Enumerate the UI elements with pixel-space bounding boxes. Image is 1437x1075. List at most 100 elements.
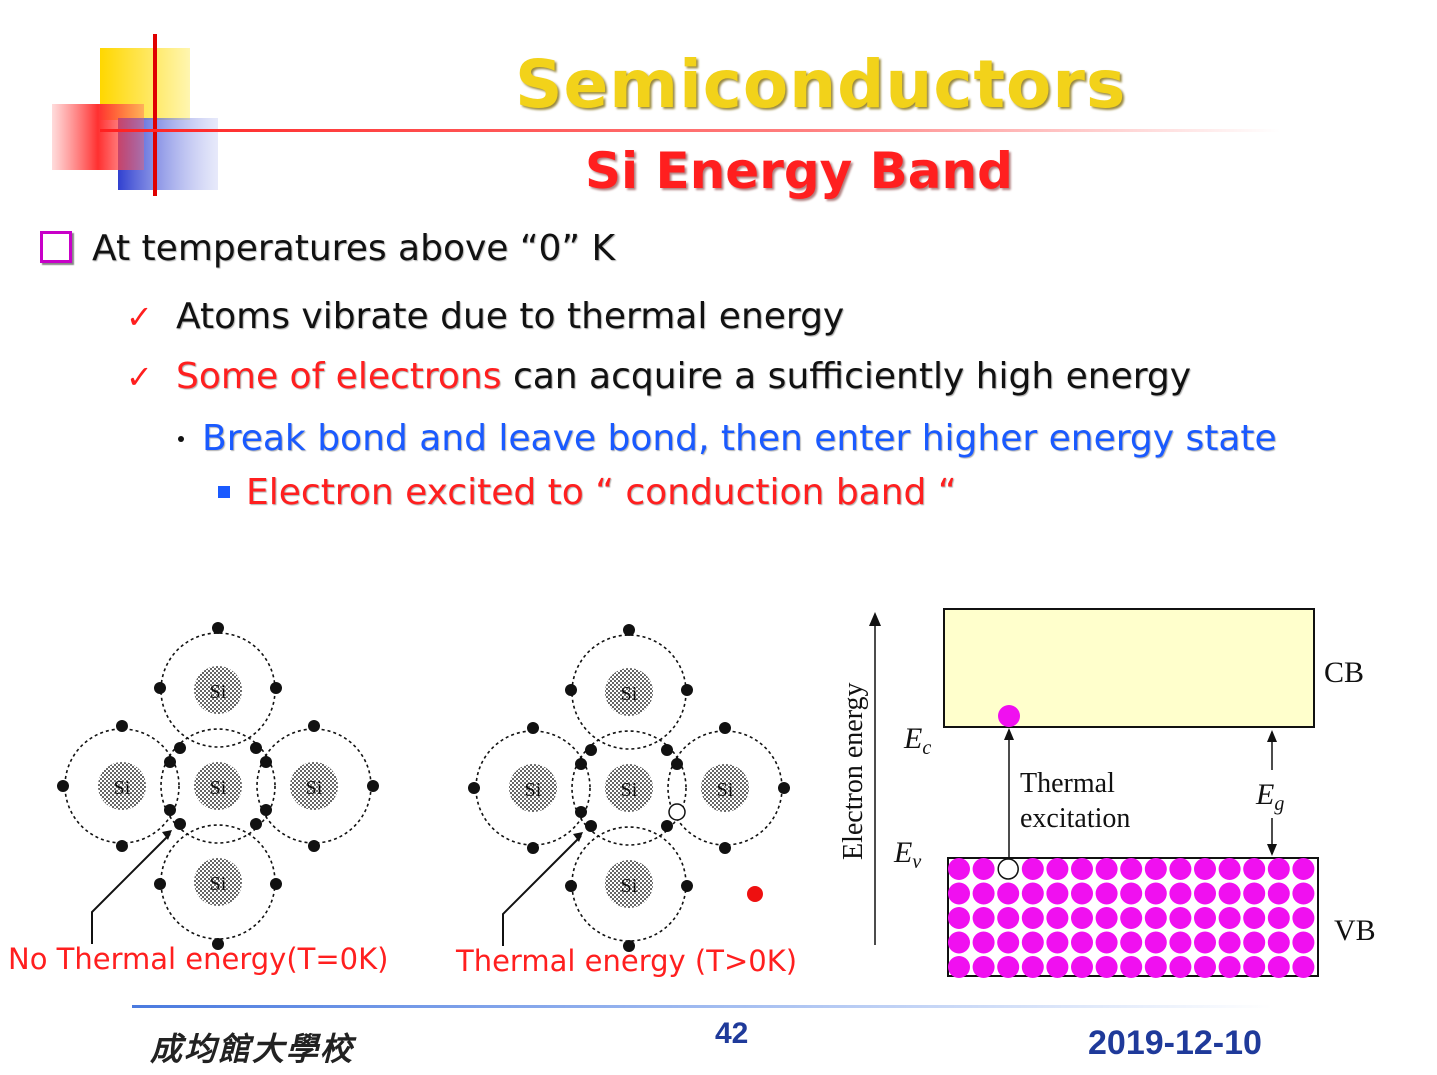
- valence-electron: [116, 840, 128, 852]
- vb-electron: [1243, 907, 1266, 929]
- valence-electron: [174, 742, 186, 754]
- valence-electron: [212, 938, 224, 950]
- caption-thermal: Thermal energy (T>0K): [456, 944, 798, 978]
- vb-electron: [1243, 956, 1266, 978]
- valence-electron: [174, 818, 186, 830]
- conduction-band: [943, 608, 1315, 728]
- vb-electron: [1267, 858, 1290, 880]
- si-label: Si: [621, 875, 638, 897]
- vb-electron: [1169, 882, 1192, 905]
- valence-electron: [575, 758, 587, 770]
- pointer-arrowhead: [162, 830, 172, 840]
- vb-electron: [997, 956, 1020, 978]
- si-label: Si: [210, 681, 227, 703]
- eg-label: Eg: [1255, 778, 1284, 815]
- vb-electron: [972, 956, 995, 978]
- vb-electron: [1194, 956, 1216, 978]
- valence-electron: [623, 940, 635, 952]
- bullet-electrons-energy: Some of electrons can acquire a sufficie…: [176, 356, 1191, 397]
- vb-electron: [997, 907, 1020, 929]
- bullet-atoms-vibrate: Atoms vibrate due to thermal energy: [176, 296, 845, 337]
- valence-electron: [250, 818, 262, 830]
- footer-school-logo: 成均館大學校: [150, 1030, 355, 1068]
- vb-electron: [1169, 858, 1192, 880]
- vb-electron: [1194, 858, 1216, 880]
- vb-electron: [1021, 907, 1044, 929]
- axis-label-electron-energy: Electron energy: [838, 682, 869, 860]
- vb-electron: [1071, 907, 1093, 929]
- vb-electron: [1243, 858, 1266, 880]
- vb-electron: [1095, 931, 1118, 954]
- vb-electron: [1071, 956, 1093, 978]
- valence-electron: [623, 624, 635, 636]
- valence-electron: [681, 684, 693, 696]
- si-label: Si: [525, 779, 542, 801]
- atom-orbit: [571, 730, 687, 846]
- valence-electron: [308, 840, 320, 852]
- vb-electron: [1243, 882, 1266, 905]
- valence-electron: [575, 806, 587, 818]
- si-nucleus: [194, 858, 242, 906]
- valence-electron: [671, 758, 683, 770]
- free-electron: [747, 886, 763, 902]
- vb-electron: [972, 858, 995, 880]
- valence-electron: [681, 880, 693, 892]
- valence-electron: [661, 744, 673, 756]
- valence-electron: [719, 842, 731, 854]
- vb-label: VB: [1334, 914, 1376, 947]
- excitation-label: excitation: [1020, 803, 1130, 834]
- valence-electron: [661, 820, 673, 832]
- vb-electron: [1144, 858, 1167, 880]
- vb-electron: [1194, 931, 1216, 954]
- valence-electron: [270, 682, 282, 694]
- vb-electron: [1071, 858, 1093, 880]
- si-nucleus: [194, 762, 242, 810]
- si-label: Si: [306, 777, 323, 799]
- vb-electron: [1267, 882, 1290, 905]
- vb-electron: [1292, 931, 1315, 954]
- vb-electron: [1046, 931, 1069, 954]
- vb-electron: [1095, 882, 1118, 905]
- vb-electron: [1144, 931, 1167, 954]
- atom-orbit: [64, 728, 180, 844]
- eg-arrowhead-down: [1267, 844, 1277, 856]
- vb-electron: [1071, 931, 1093, 954]
- si-label: Si: [210, 873, 227, 895]
- si-nucleus: [701, 764, 749, 812]
- valence-electron: [260, 756, 272, 768]
- vb-electron: [972, 907, 995, 929]
- vb-electron: [1292, 907, 1315, 929]
- excitation-arrowhead: [1004, 728, 1014, 740]
- vb-electron: [1144, 956, 1167, 978]
- vb-electron: [997, 931, 1020, 954]
- vb-electron: [1169, 931, 1192, 954]
- footer-date: 2019-12-10: [1088, 1024, 1262, 1062]
- si-nucleus: [290, 762, 338, 810]
- vb-electron: [1194, 907, 1216, 929]
- thermal-label: Thermal: [1020, 768, 1115, 799]
- vb-electron: [1194, 882, 1216, 905]
- bullet-conduction-band: Electron excited to “ conduction band “: [246, 472, 957, 513]
- vb-electron: [948, 931, 970, 954]
- vb-electron: [948, 858, 970, 880]
- slide-title: Semiconductors: [515, 46, 1127, 123]
- valence-electron: [250, 742, 262, 754]
- eg-arrowhead-up: [1267, 730, 1277, 742]
- valence-electron: [527, 722, 539, 734]
- valence-electron: [57, 780, 69, 792]
- si-nucleus: [98, 762, 146, 810]
- vb-electron: [948, 907, 970, 929]
- valence-electron: [212, 622, 224, 634]
- bullet-break-bond: Break bond and leave bond, then enter hi…: [202, 418, 1277, 459]
- si-nucleus: [605, 860, 653, 908]
- vb-electron: [1169, 907, 1192, 929]
- valence-electron: [154, 682, 166, 694]
- dot-bullet-icon: [178, 436, 184, 442]
- atom-orbit: [475, 730, 591, 846]
- valence-electron: [719, 722, 731, 734]
- ev-label: Ev: [893, 836, 921, 873]
- vb-electron: [1120, 956, 1143, 978]
- si-label: Si: [114, 777, 131, 799]
- vb-electron: [1218, 907, 1241, 929]
